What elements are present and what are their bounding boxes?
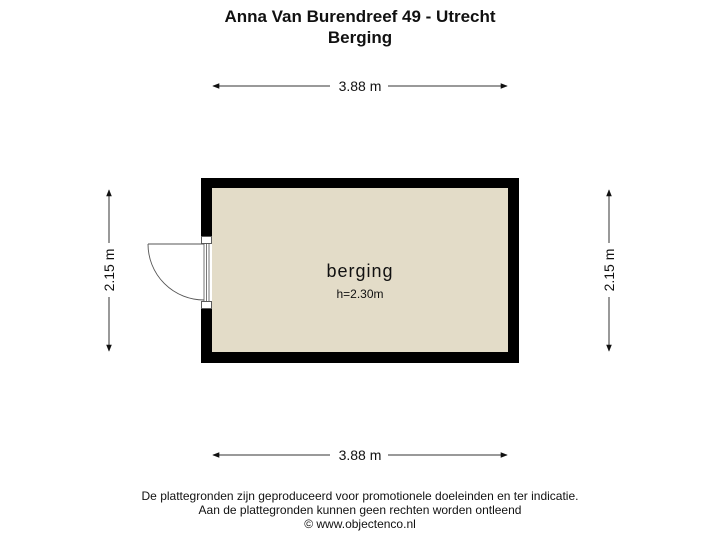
copyright-link[interactable]: © www.objectenco.nl <box>304 517 416 531</box>
top-dimension-line: 3.88 m <box>212 78 508 94</box>
room-floor <box>212 188 508 352</box>
right-dimension-label: 2.15 m <box>601 249 617 292</box>
disclaimer-line-2: Aan de plattegronden kunnen geen rechten… <box>198 503 522 517</box>
door-swing-arc <box>147 243 205 301</box>
disclaimer-line-1: De plattegronden zijn geproduceerd voor … <box>141 489 579 503</box>
left-dimension-label: 2.15 m <box>101 249 117 292</box>
bottom-dimension-line: 3.88 m <box>212 447 508 463</box>
room-height: h=2.30m <box>336 287 383 301</box>
room-walls <box>200 178 519 363</box>
bottom-dimension-label: 3.88 m <box>339 447 382 463</box>
address-title: Anna Van Burendreef 49 - Utrecht <box>224 7 496 26</box>
room-name: berging <box>326 261 393 281</box>
door <box>147 236 212 309</box>
floor-title: Berging <box>327 28 393 47</box>
right-dimension-line: 2.15 m <box>601 189 617 352</box>
top-dimension-label: 3.88 m <box>339 78 382 94</box>
left-dimension-line: 2.15 m <box>101 189 117 352</box>
